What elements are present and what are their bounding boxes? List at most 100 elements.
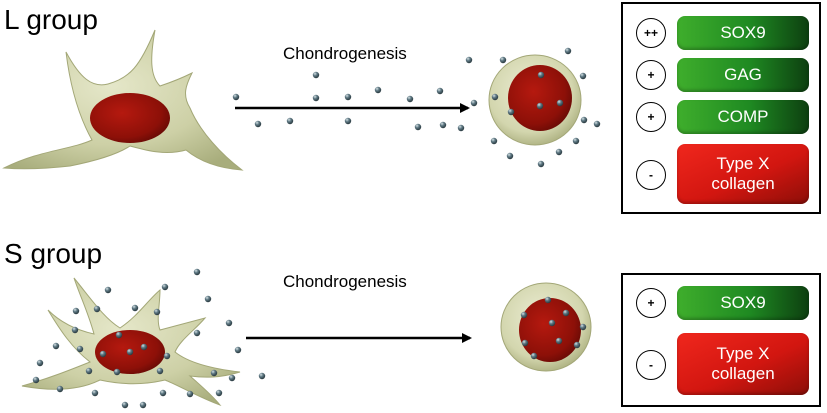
particle-dot [225, 319, 233, 327]
particle-dot [374, 86, 382, 94]
l-spread-cell-nucleus [90, 93, 170, 143]
l-group-round-cell [488, 54, 582, 146]
particle-dot [121, 401, 129, 409]
particle-dot [32, 376, 40, 384]
particle-dot [85, 367, 93, 375]
particle-dot [439, 121, 447, 129]
l-sox9-sign: ++ [636, 18, 666, 48]
particle-dot [579, 323, 587, 331]
particle-dot [153, 308, 161, 316]
particle-dot [104, 286, 112, 294]
particle-dot [499, 56, 507, 64]
l-comp-marker: COMP [677, 100, 809, 134]
particle-dot [556, 99, 564, 107]
particle-dot [580, 116, 588, 124]
particle-dot [113, 368, 121, 376]
particle-dot [234, 346, 242, 354]
s-type-x-collagen-sign: - [636, 350, 666, 380]
particle-dot [530, 352, 538, 360]
particle-dot [186, 390, 194, 398]
particle-dot [36, 359, 44, 367]
particle-dot [139, 401, 147, 409]
l-type-x-collagen-sign: - [636, 160, 666, 190]
s-round-cell-nucleus [519, 298, 581, 362]
particle-dot [156, 367, 164, 375]
l-group-spread-cell [2, 29, 244, 171]
particles [32, 47, 601, 409]
particle-dot [436, 87, 444, 95]
particle-dot [56, 385, 64, 393]
particle-dot [286, 117, 294, 125]
particle-dot [312, 71, 320, 79]
l-round-cell-nucleus [508, 65, 572, 131]
s-marker-panel: + SOX9 - Type X collagen [621, 273, 821, 407]
s-group-title: S group [4, 238, 103, 269]
s-group-round-cell [500, 282, 592, 372]
particle-dot [406, 95, 414, 103]
particle-dot [491, 93, 499, 101]
particle-dot [573, 341, 581, 349]
particle-dot [564, 47, 572, 55]
particle-dot [593, 120, 601, 128]
particle-dot [228, 374, 236, 382]
particle-dot [548, 319, 556, 327]
particle-dot [344, 117, 352, 125]
particle-dot [215, 389, 223, 397]
particle-dot [536, 102, 544, 110]
particle-dot [579, 72, 587, 80]
particle-dot [140, 343, 148, 351]
particle-dot [115, 331, 123, 339]
particle-dot [562, 309, 570, 317]
particle-dot [193, 268, 201, 276]
particle-dot [91, 389, 99, 397]
particle-dot [490, 137, 498, 145]
particle-dot [93, 305, 101, 313]
particle-dot [344, 93, 352, 101]
particle-dot [507, 108, 515, 116]
particle-dot [537, 71, 545, 79]
l-group-title: L group [4, 4, 98, 35]
l-type-x-collagen-marker: Type X collagen [677, 144, 809, 204]
l-comp-sign: + [636, 102, 666, 132]
particle-dot [465, 56, 473, 64]
particle-dot [572, 137, 580, 145]
s-sox9-sign: + [636, 288, 666, 318]
particle-dot [126, 348, 134, 356]
particle-dot [520, 311, 528, 319]
particle-dot [163, 352, 171, 360]
l-arrow-label: Chondrogenesis [283, 44, 407, 63]
s-arrow-label: Chondrogenesis [283, 272, 407, 291]
particle-dot [161, 283, 169, 291]
particle-dot [76, 345, 84, 353]
particle-dot [258, 372, 266, 380]
particle-dot [254, 120, 262, 128]
particle-dot [457, 124, 465, 132]
s-sox9-marker: SOX9 [677, 286, 809, 320]
particle-dot [210, 369, 218, 377]
particle-dot [193, 329, 201, 337]
particle-dot [312, 94, 320, 102]
l-sox9-marker: SOX9 [677, 16, 809, 50]
particle-dot [72, 307, 80, 315]
particle-dot [506, 152, 514, 160]
particle-dot [537, 160, 545, 168]
l-marker-panel: ++ SOX9 + GAG + COMP - Type X collagen [621, 2, 821, 214]
particle-dot [71, 326, 79, 334]
particle-dot [232, 93, 240, 101]
l-gag-sign: + [636, 60, 666, 90]
particle-dot [131, 304, 139, 312]
particle-dot [555, 337, 563, 345]
l-gag-marker: GAG [677, 58, 809, 92]
particle-dot [521, 339, 529, 347]
particle-dot [159, 389, 167, 397]
particle-dot [470, 99, 478, 107]
particle-dot [52, 342, 60, 350]
particle-dot [99, 350, 107, 358]
particle-dot [414, 123, 422, 131]
particle-dot [555, 148, 563, 156]
s-type-x-collagen-marker: Type X collagen [677, 333, 809, 395]
particle-dot [204, 295, 212, 303]
particle-dot [544, 296, 552, 304]
